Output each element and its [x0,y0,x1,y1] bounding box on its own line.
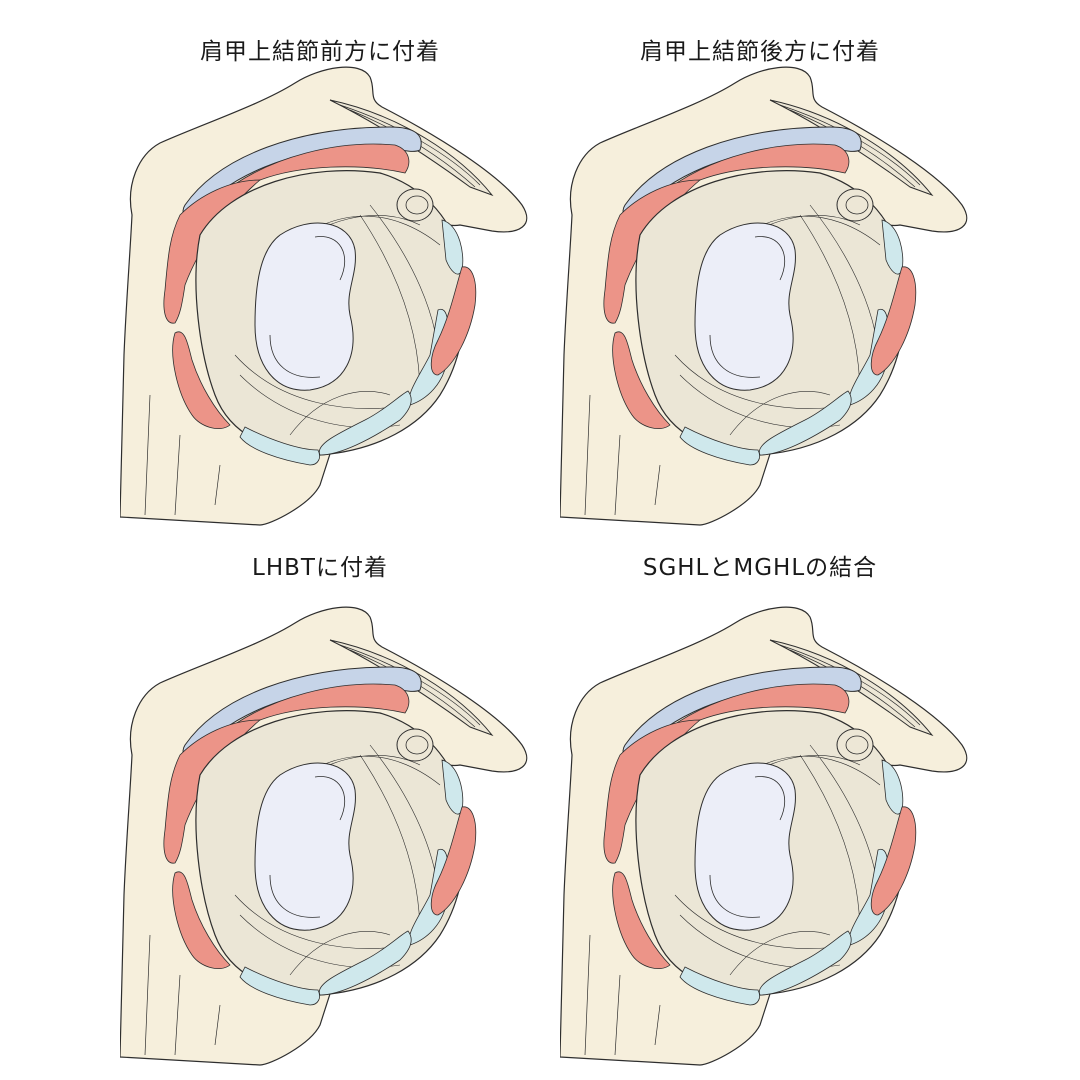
panel-title-anterior: 肩甲上結節前方に付着 [200,39,440,65]
panel-title-sghl-mghl: SGHLとMGHLの結合 [642,555,878,581]
shoulder-illustration-posterior [560,55,1000,535]
shoulder-illustration-lhbt [120,595,560,1075]
shoulder-illustration-anterior [120,55,560,535]
panel-title-posterior: 肩甲上結節後方に付着 [640,39,880,65]
panel-title-lhbt: LHBTに付着 [252,555,388,581]
shoulder-illustration-sghl-mghl [560,595,1000,1075]
